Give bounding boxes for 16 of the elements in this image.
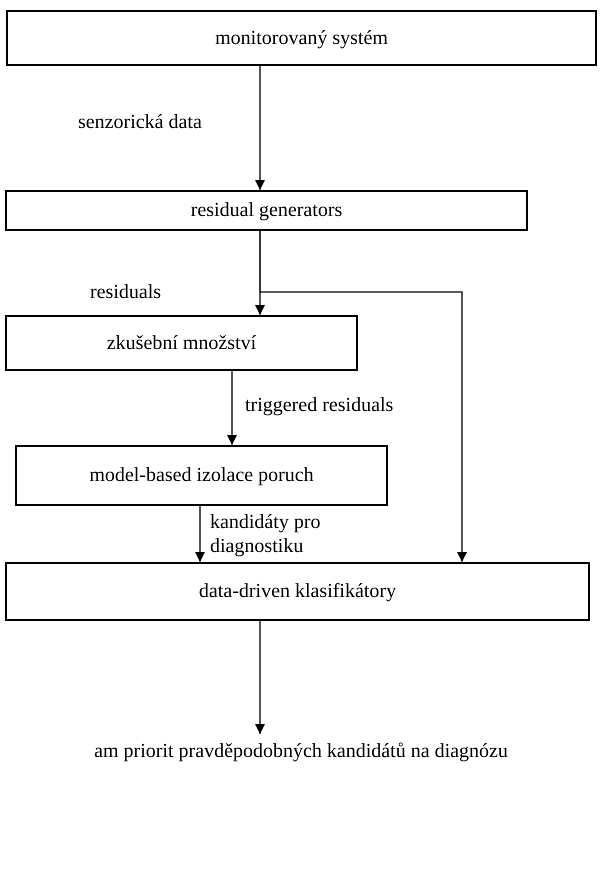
arrow <box>195 506 205 562</box>
process-box <box>5 190 528 231</box>
box-label: model-based izolace poruch <box>89 464 314 487</box>
arrow <box>255 621 265 734</box>
arrow <box>227 371 237 445</box>
box-label: zkušební množství <box>106 332 256 354</box>
process-box <box>15 445 388 506</box>
process-box <box>5 315 358 371</box>
arrow <box>255 66 265 190</box>
arrow <box>259 231 467 562</box>
output-text: am priorit pravděpodobných kandidátů na diagnózu <box>94 740 508 762</box>
box-label: monitorovaný systém <box>215 26 388 50</box>
process-box <box>6 10 597 66</box>
box-label: data-driven klasifikátory <box>198 580 396 603</box>
box-label: residual generators <box>190 199 342 222</box>
process-box <box>5 562 590 621</box>
